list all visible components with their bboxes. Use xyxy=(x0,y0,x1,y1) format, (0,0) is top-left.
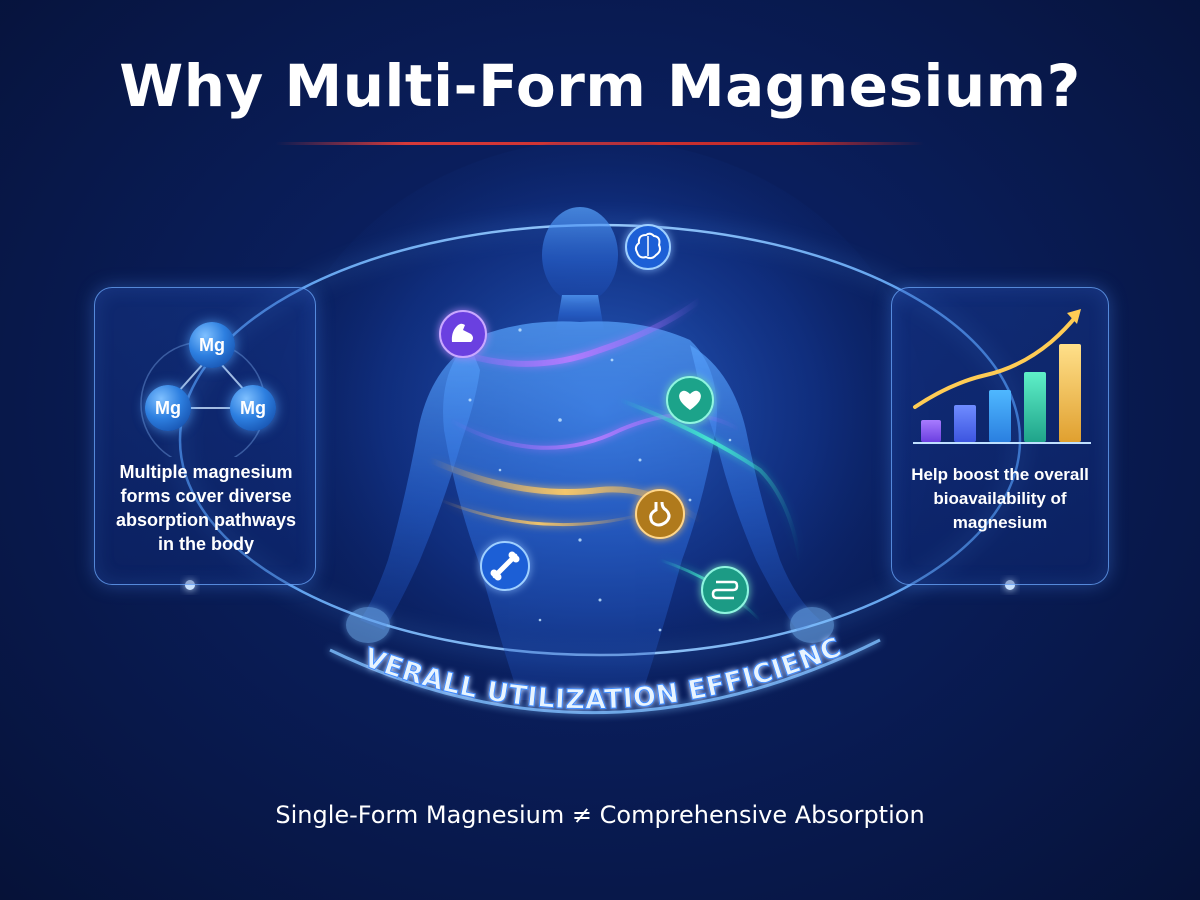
ring-glow-point-left xyxy=(185,580,195,590)
energy-stream-gold-2 xyxy=(439,498,641,527)
muscle-icon xyxy=(439,310,487,358)
growth-bar-5 xyxy=(1059,344,1081,442)
page-title: Why Multi-Form Magnesium? xyxy=(119,52,1081,120)
stomach-icon xyxy=(635,489,685,539)
bone-icon xyxy=(480,541,530,591)
footer-caption: Single-Form Magnesium ≠ Comprehensive Ab… xyxy=(275,801,925,829)
growth-bar-3 xyxy=(989,390,1011,442)
ring-glow-point-right xyxy=(1005,580,1015,590)
mg-triangle-diagram xyxy=(140,341,266,457)
growth-bar-1 xyxy=(921,420,941,442)
heart-icon xyxy=(666,376,714,424)
mg-node-right: Mg xyxy=(230,385,276,431)
growth-bar-chart-icon xyxy=(913,309,1091,444)
growth-bar-2 xyxy=(954,405,976,442)
brain-icon xyxy=(625,224,671,270)
mg-node-top: Mg xyxy=(189,322,235,368)
right-panel-text: Help boost the overall bioavailability o… xyxy=(911,465,1089,532)
growth-arrow xyxy=(913,313,1079,409)
intestine-icon xyxy=(701,566,749,614)
energy-stream-teal xyxy=(619,398,802,561)
energy-stream-purple xyxy=(438,297,702,367)
human-figure xyxy=(346,207,834,700)
banner-underline xyxy=(329,638,881,715)
growth-bar-4 xyxy=(1024,372,1046,442)
mg-node-left: Mg xyxy=(145,385,191,431)
left-panel-text: Multiple magnesium forms cover diverse a… xyxy=(115,462,297,554)
